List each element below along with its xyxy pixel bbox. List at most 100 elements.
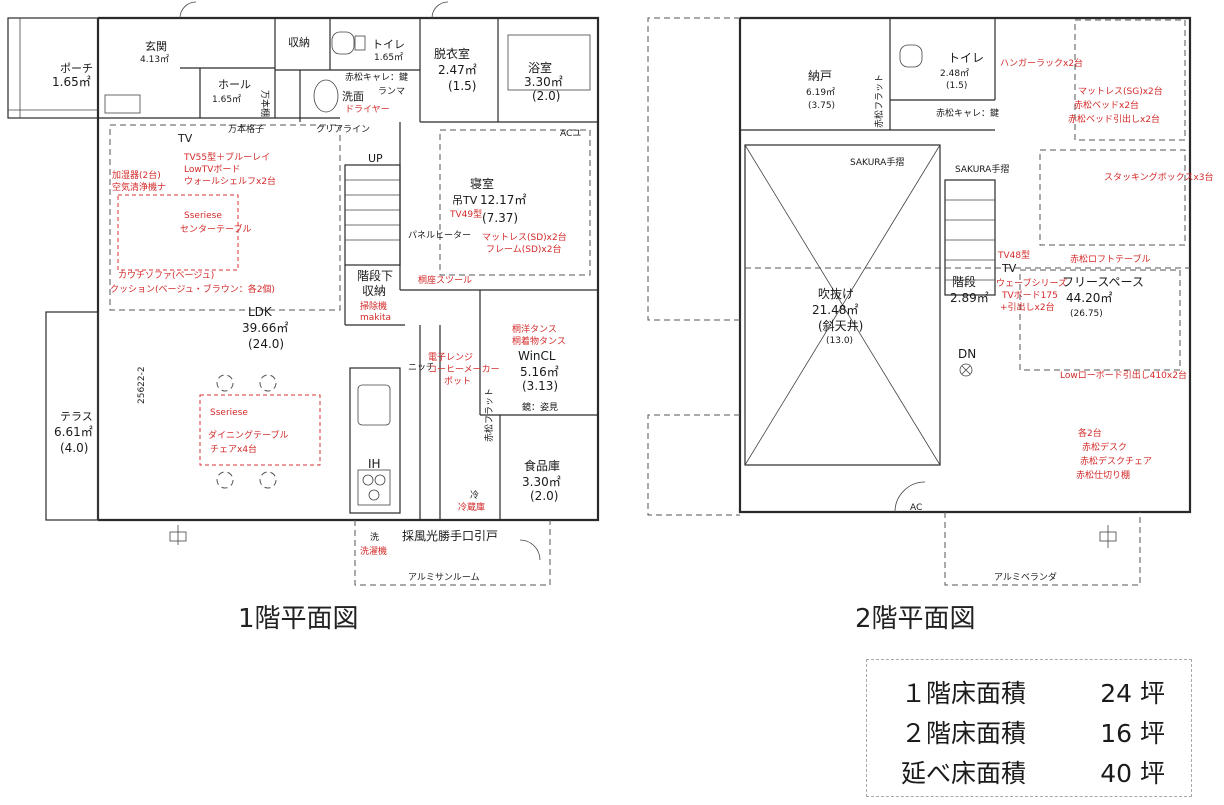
clear-panel-label: クリアライン xyxy=(316,124,370,135)
terrace-name: テラス xyxy=(60,410,93,423)
wincl-name: WinCL xyxy=(518,349,556,363)
tv2-item-1: ウェーブシリーズ xyxy=(996,277,1067,289)
dryer-label: ドライヤー xyxy=(345,104,390,115)
tv2-model: TV48型 xyxy=(997,250,1030,261)
humidifier-label-2: 空気清浄機ナ xyxy=(112,181,166,193)
fridge-label-1: 冷 xyxy=(470,489,479,501)
sakura-rail-1: SAKURA手摺 xyxy=(850,156,904,168)
free-space-area: 44.20㎡ xyxy=(1066,291,1112,305)
tv2-item-3: +引出しx2台 xyxy=(1000,301,1055,313)
tansu-label-1: 桐洋タンス xyxy=(512,323,557,335)
sofa-label-2: クッション(ベージュ・ブラウン：各2個) xyxy=(110,283,275,295)
toilet1-area: 1.65㎡ xyxy=(374,52,403,63)
sofa-label-1: カウチソファ(ベージュ) xyxy=(118,270,214,281)
entrance-area: 4.13㎡ xyxy=(140,54,169,65)
sunroom-label: アルミサンルーム xyxy=(408,572,480,583)
center-table-label-2: センターテーブル xyxy=(180,223,251,235)
akamatsu-key-2: 赤松キャレ：鍵 xyxy=(936,107,999,119)
shelf-label: 万本棚 xyxy=(259,90,271,117)
sakura-rail-2: SAKURA手摺 xyxy=(955,163,1009,175)
closet-name: 納戸 xyxy=(808,69,832,83)
dressing-name: 脱衣室 xyxy=(434,46,470,61)
flat-label-2: 赤松フラット xyxy=(873,74,885,128)
bath-jo: (2.0) xyxy=(532,89,560,103)
dining-label-1: Sseriese xyxy=(210,408,248,418)
desk-label-2: 赤松デスク xyxy=(1082,441,1127,453)
ih-label: IH xyxy=(368,457,381,471)
up-label: UP xyxy=(368,152,383,165)
door-label: 採風光勝手口引戸 xyxy=(402,528,498,543)
pantry-area: 3.30㎡ xyxy=(522,475,561,489)
lattice-label: 万本格子 xyxy=(228,123,264,135)
terrace-jo: (4.0) xyxy=(60,441,88,455)
appliance-label-1: 電子レンジ xyxy=(428,352,473,363)
under-stairs-name2: 収納 xyxy=(362,284,386,298)
toilet1-name: トイレ xyxy=(372,38,405,51)
stairs2-name: 階段 xyxy=(952,274,976,289)
dressing-jo: (1.5) xyxy=(448,79,476,93)
panel-heater-label: パネルヒーター xyxy=(408,230,471,241)
bath-area: 3.30㎡ xyxy=(524,75,563,89)
bed-label-1: マットレス(SG)x2台 xyxy=(1078,85,1163,97)
floor2-labels: 納戸 6.19㎡ (3.75) トイレ 2.48㎡ (1.5) 赤松キャレ：鍵 … xyxy=(806,51,1214,634)
bedroom-tv-model: TV49型 xyxy=(449,209,482,220)
floor2-title: 2階平面図 xyxy=(855,604,976,634)
bedroom-ac: ACユ xyxy=(560,129,581,139)
free-space-jo: (26.75) xyxy=(1070,309,1103,319)
flat-label-1: 赤松フラット xyxy=(483,388,495,442)
makita-label: makita xyxy=(360,313,391,323)
closet-area: 6.19㎡ xyxy=(806,87,835,98)
tv2-item-2: TVボード175 xyxy=(1001,290,1058,301)
tv2-label: TV xyxy=(1001,262,1017,275)
ldk-tv-item-1: TV55型＋ブルーレイ xyxy=(183,151,270,163)
bedroom-name: 寝室 xyxy=(470,176,494,191)
dining-label-2: ダイニングテーブル xyxy=(208,429,288,441)
hall-name: ホール xyxy=(218,78,251,91)
bedroom-area: 12.17㎡ xyxy=(480,193,526,207)
washer-label-2: 洗濯機 xyxy=(360,545,387,557)
toilet2-area: 2.48㎡ xyxy=(940,68,969,79)
closet-jo: (3.75) xyxy=(808,101,835,111)
void-jo: (13.0) xyxy=(826,336,853,346)
area-row-value: 16 坪 xyxy=(1100,719,1165,748)
washer-label-1: 洗 xyxy=(370,531,379,543)
void-area: 21.48㎡ xyxy=(812,303,858,317)
vacuum-label: 掃除機 xyxy=(360,300,387,312)
ldk-name: LDK xyxy=(248,305,273,319)
stacking-label: スタッキングボックスx3台 xyxy=(1104,171,1214,183)
area-row-label: １階床面積 xyxy=(901,679,1027,708)
bed-label-2: 赤松ベッドx2台 xyxy=(1074,99,1139,111)
stool-label: 桐座スツール xyxy=(418,274,472,286)
floor-area-table: １階床面積 24 坪 ２階床面積 16 坪 延べ床面積 40 坪 xyxy=(866,659,1192,797)
area-row-floor1: １階床面積 24 坪 xyxy=(867,668,1191,708)
floor1-plan xyxy=(7,1,600,586)
floor1-title: 1階平面図 xyxy=(238,604,359,634)
toilet2-jo: (1.5) xyxy=(946,81,967,91)
stairs2-area: 2.89㎡ xyxy=(950,291,989,305)
ldk-area: 39.66㎡ xyxy=(242,321,288,335)
lamp-label-1: ランマ xyxy=(378,86,405,97)
hanger-label: ハンガーラックx2台 xyxy=(1000,57,1083,69)
bath-name: 浴室 xyxy=(528,60,552,75)
dn-label: DN xyxy=(958,347,976,361)
floor1-labels: ポーチ 1.65㎡ 玄関 4.13㎡ ホール 1.65㎡ 万本棚 収納 トイレ … xyxy=(52,36,581,634)
area-row-label: 延べ床面積 xyxy=(901,759,1027,788)
mirror-label: 鏡：姿見 xyxy=(522,401,558,413)
wincl-jo: (3.13) xyxy=(522,379,558,393)
tansu-label-2: 桐着物タンス xyxy=(512,335,566,347)
under-stairs-name: 階段下 xyxy=(357,268,393,283)
ldk-jo: (24.0) xyxy=(248,337,284,351)
desk-label-3: 赤松デスクチェア xyxy=(1080,455,1152,467)
akamatsu-key-1: 赤松キャレ：鍵 xyxy=(345,71,408,83)
terrace-area: 6.61㎡ xyxy=(54,425,93,439)
free-space-name: フリースペース xyxy=(1062,275,1144,289)
ldk-tv-item-2: LowTVボード xyxy=(184,164,240,175)
entrance-name: 玄関 xyxy=(145,39,167,53)
ldk-tv-item-3: ウォールシェルフx2台 xyxy=(184,175,276,187)
desk-label-4: 赤松仕切り棚 xyxy=(1076,469,1130,481)
balcony-label: アルミベランダ xyxy=(994,571,1057,583)
bedroom-tv: 吊TV xyxy=(452,194,478,207)
appliance-label-3: ポット xyxy=(444,376,471,387)
frame-label: フレーム(SD)x2台 xyxy=(486,243,561,255)
